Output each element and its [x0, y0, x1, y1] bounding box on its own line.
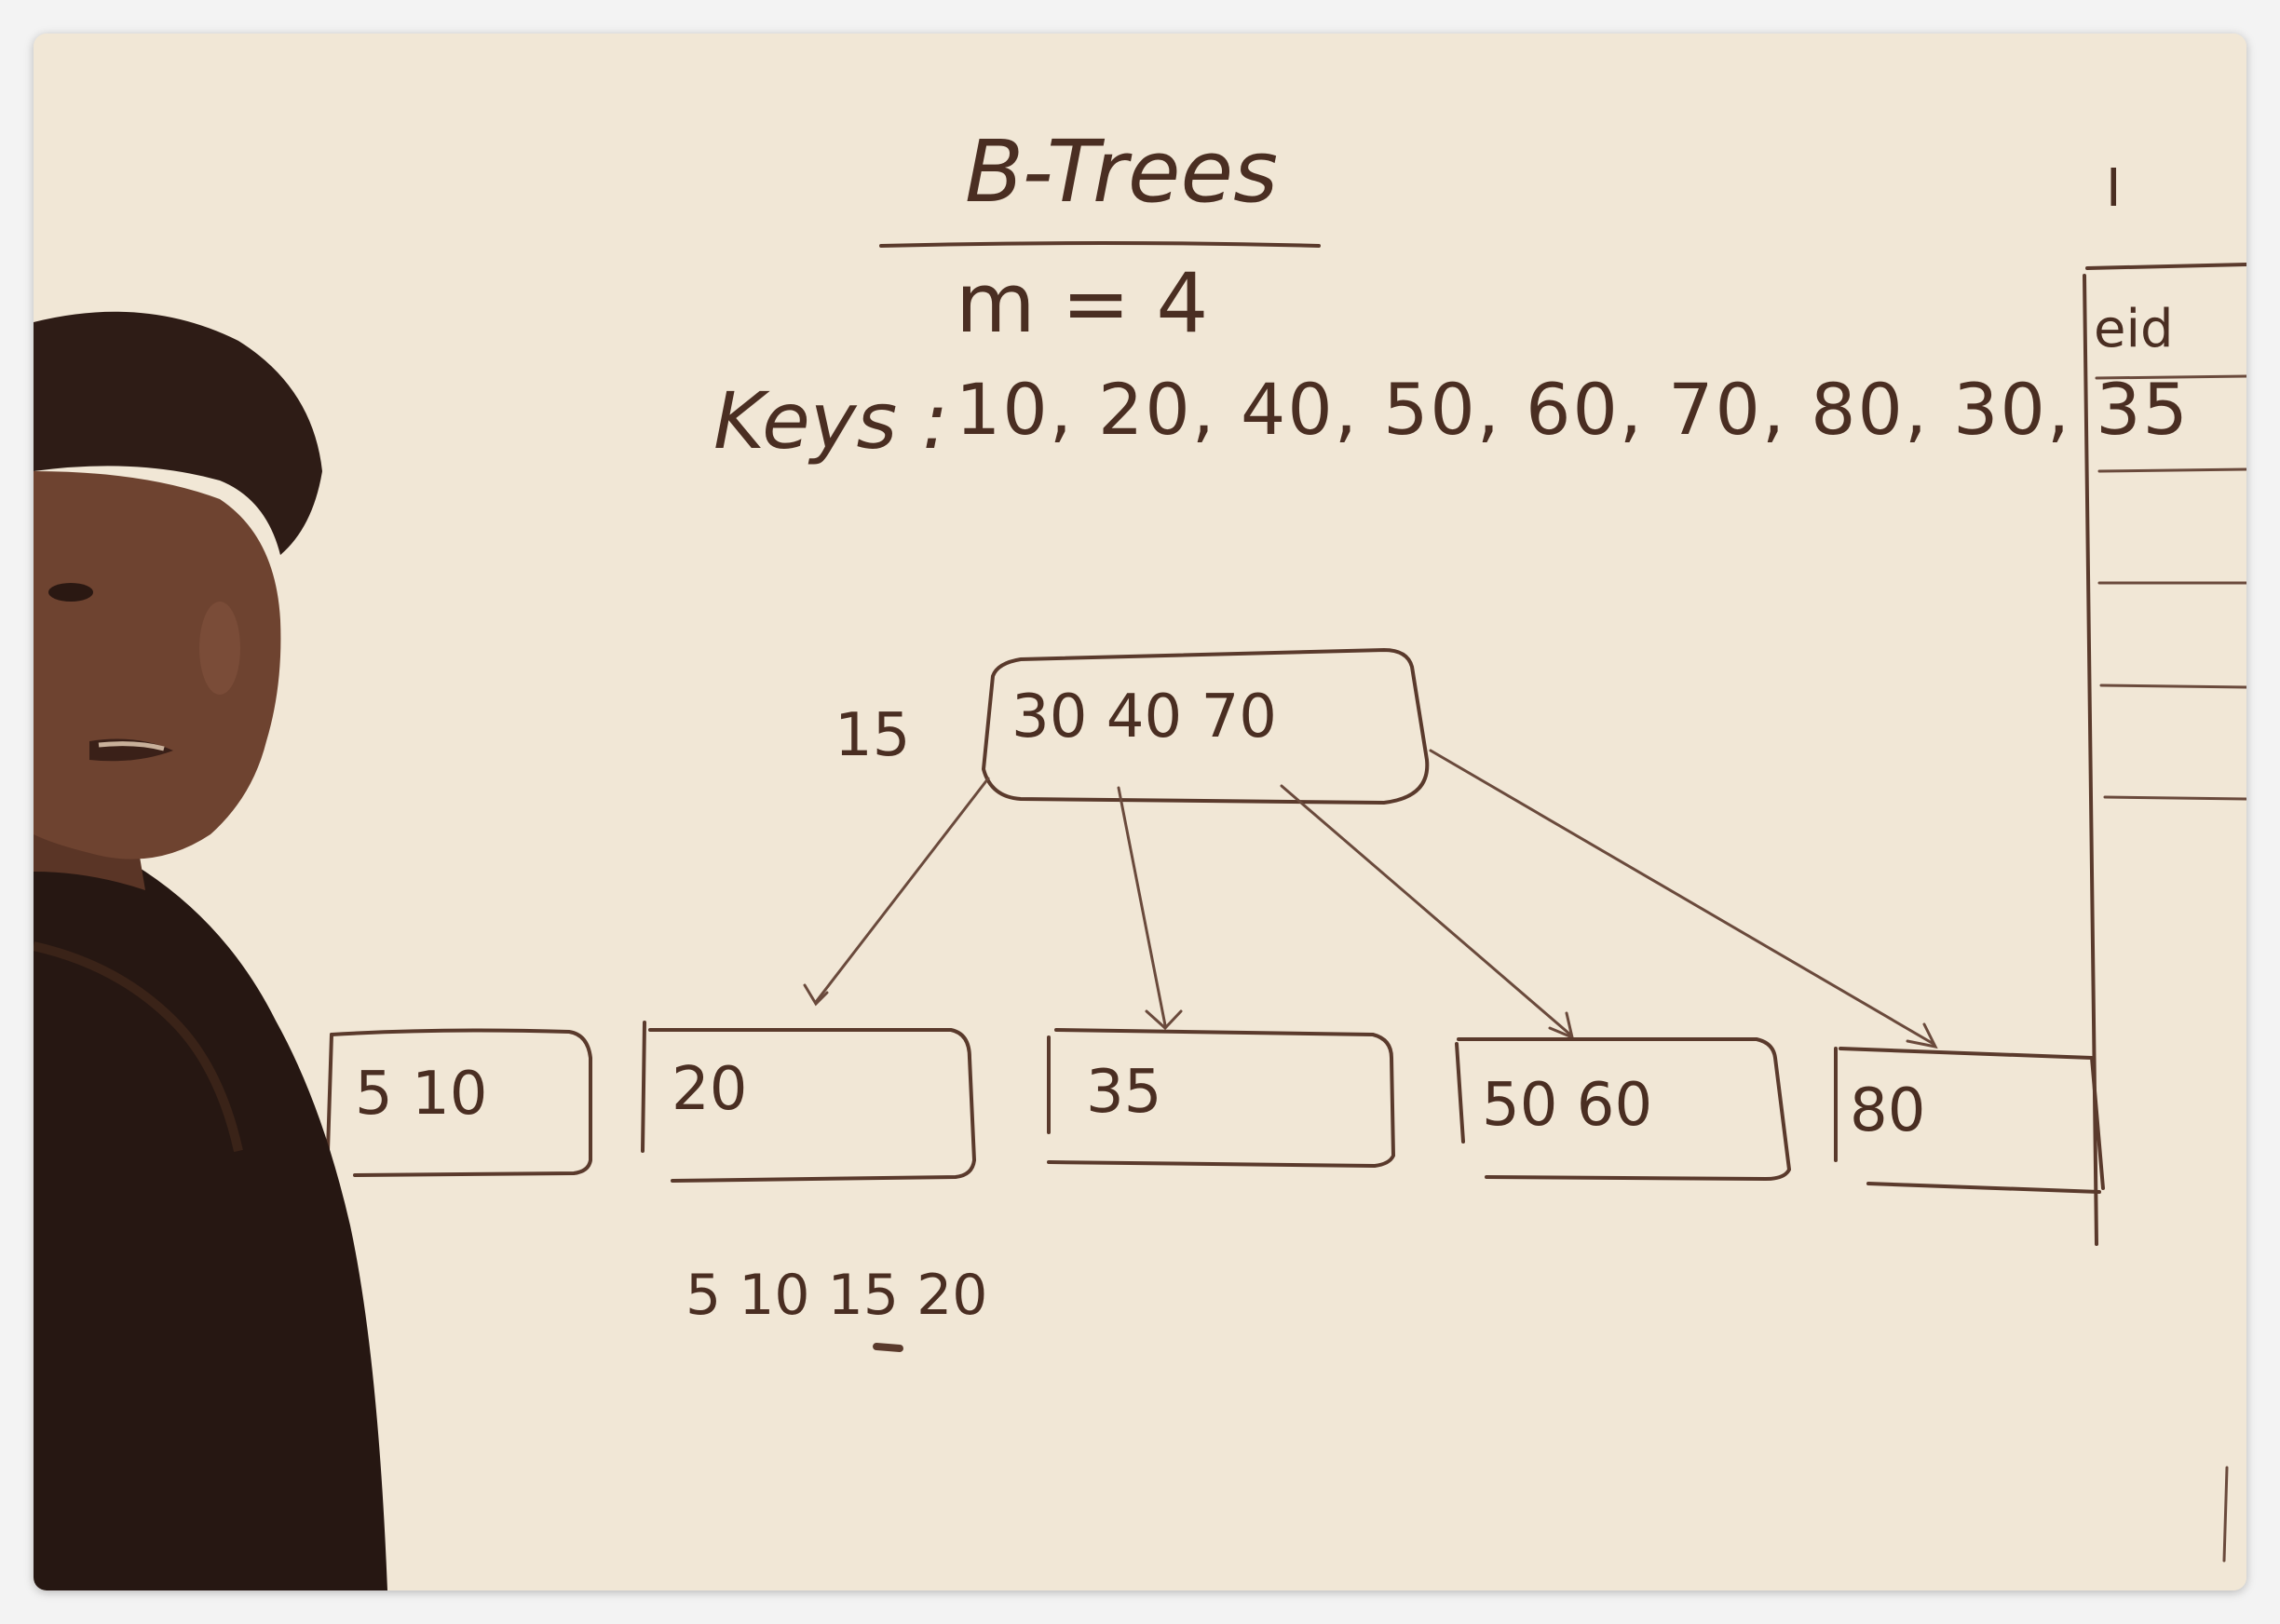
- side-panel-row-label: eid: [2094, 299, 2174, 359]
- side-panel: I eid: [2083, 158, 2246, 1563]
- title-underline: [879, 241, 1321, 248]
- whiteboard: B-Trees m = 4 Keys : 10, 20, 40, 50, 60,…: [34, 34, 2246, 1590]
- working-note: 5 10 15 20: [685, 1263, 987, 1328]
- leaf-node-1: 5 10: [326, 1028, 592, 1177]
- pending-key: 15: [835, 701, 910, 770]
- keys-values: 10, 20, 40, 50, 60, 70, 80, 30, 35: [956, 368, 2190, 451]
- leaf-node-3-keys: 35: [1086, 1058, 1161, 1127]
- root-node-keys: 30 40 70: [1011, 683, 1277, 751]
- leaf-node-5-keys: 80: [1850, 1076, 1925, 1145]
- leaf-node-5: 80: [1834, 1047, 2105, 1194]
- leaf-node-4: 50 60: [1455, 1037, 1791, 1181]
- title-text: B-Trees: [965, 122, 1278, 222]
- leaf-node-2-keys: 20: [672, 1055, 747, 1124]
- note-underline: [873, 1343, 903, 1352]
- presenter: [34, 311, 387, 1590]
- keys-label: Keys :: [713, 375, 948, 467]
- side-panel-heading: I: [2106, 158, 2122, 219]
- order-text: m = 4: [956, 255, 1208, 351]
- leaf-node-2: 20: [641, 1021, 976, 1183]
- video-frame: B-Trees m = 4 Keys : 10, 20, 40, 50, 60,…: [34, 34, 2246, 1590]
- leaf-node-1-keys: 5 10: [355, 1060, 488, 1129]
- leaf-node-4-keys: 50 60: [1482, 1071, 1652, 1140]
- root-node: 30 40 70: [982, 648, 1430, 805]
- leaf-node-3: 35: [1047, 1028, 1395, 1168]
